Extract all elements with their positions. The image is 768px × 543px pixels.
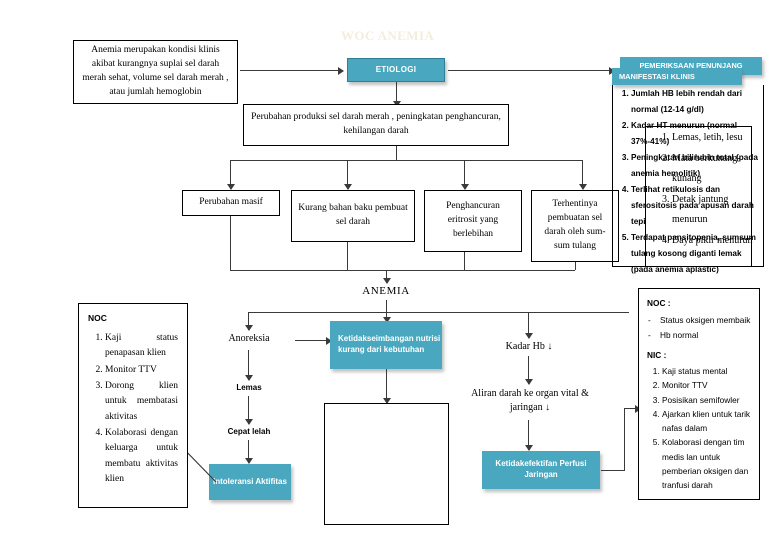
connector-definition-to-etiologi bbox=[240, 65, 344, 76]
noc-right-header: NOC : bbox=[647, 298, 671, 308]
right-branch-node-kadar-hb: Kadar Hb ↓ bbox=[489, 340, 569, 354]
connector-aliran-to-diagnosis bbox=[523, 420, 534, 451]
connector-bus-to-kadar-hb bbox=[523, 312, 534, 339]
left-branch-node-anoreksia: Anoreksia bbox=[207, 332, 291, 346]
noc-right-item: Hb normal bbox=[660, 329, 699, 340]
connector-bus-to-anoreksia bbox=[243, 312, 254, 331]
manifestasi-klinis-list: Lemas, letih, lesu Mata berkunang-kunang… bbox=[652, 128, 756, 251]
cause-label-2: Kurang bahan baku pembuat sel darah bbox=[298, 203, 408, 227]
definition-text: Anemia merupakan kondisi klinis akibat k… bbox=[82, 45, 229, 97]
connector-bus-to-cause-3 bbox=[459, 160, 470, 190]
manifestasi-item: Daya pikir menurun bbox=[672, 231, 756, 252]
anoreksia-label: Anoreksia bbox=[228, 333, 270, 344]
cause-label-4: Terhentinya pembuatan sel darah oleh sum… bbox=[544, 199, 606, 251]
diagnosis-intoleransi-aktifitas: Intoleransi Aktifitas bbox=[209, 464, 291, 500]
connector-anemia-stem bbox=[386, 300, 388, 312]
ketidakseimbangan-nutrisi-label: Ketidakseimbangan nutrisi kurang dari ke… bbox=[338, 334, 441, 354]
left-branch-node-cepat-lelah: Cepat lelah bbox=[211, 427, 287, 438]
pemeriksaan-item: Kadar HT menurun (normal 37%-41%) bbox=[631, 118, 764, 150]
connector-cause-1-down bbox=[230, 216, 232, 270]
nic-right-header: NIC : bbox=[647, 349, 667, 360]
connector-kadar-hb-to-aliran bbox=[523, 356, 534, 385]
cause-box-4: Terhentinya pembuatan sel darah oleh sum… bbox=[531, 190, 619, 262]
empty-box bbox=[324, 403, 449, 525]
manifestasi-klinis-header-label: MANIFESTASI KLINIS bbox=[619, 71, 695, 81]
connector-cause-2-down bbox=[347, 242, 349, 270]
manifestasi-item: Mata berkunang-kunang bbox=[672, 149, 756, 190]
connector-bus-to-nutrisi bbox=[381, 312, 392, 323]
connector-perfusi-elbow-h1 bbox=[601, 470, 625, 472]
page-title: WOC ANEMIA bbox=[341, 28, 435, 43]
pemeriksaan-penunjang-header-label: PEMERIKSAAN PENUNJANG bbox=[639, 61, 743, 70]
pemeriksaan-item: Jumlah HB lebih rendah dari normal (12-1… bbox=[631, 86, 764, 118]
noc-right-item-row: - Status oksigen membaik bbox=[648, 313, 751, 327]
cause-box-2: Kurang bahan baku pembuat sel darah bbox=[291, 190, 415, 242]
etiologi-label: ETIOLOGI bbox=[375, 64, 417, 74]
manifestasi-klinis-frame bbox=[645, 126, 752, 267]
mechanism-box: Perubahan produksi sel darah merah , pen… bbox=[243, 104, 509, 146]
connector-bus-to-cause-1 bbox=[225, 160, 236, 190]
noc-left-header: NOC bbox=[88, 313, 107, 323]
connector-etiologi-to-mechanism bbox=[391, 82, 402, 107]
dash-bullet-icon: - bbox=[648, 315, 651, 326]
nic-right-item: Kaji status mental bbox=[662, 364, 751, 378]
noc-right-item: Status oksigen membaik bbox=[660, 315, 751, 326]
nic-right-item: Monitor TTV bbox=[662, 378, 751, 392]
pemeriksaan-penunjang-list: Jumlah HB lebih rendah dari normal (12-1… bbox=[614, 86, 764, 278]
manifestasi-item: Lemas, letih, lesu bbox=[672, 128, 756, 149]
noc-left-item: Kaji status penapasan klien bbox=[105, 331, 178, 362]
connector-cause-4-down bbox=[575, 262, 577, 270]
connector-cepat-lelah-to-diagnosis bbox=[243, 440, 254, 464]
connector-anoreksia-to-lemas bbox=[243, 350, 254, 381]
kadar-hb-label: Kadar Hb ↓ bbox=[505, 341, 553, 352]
manifestasi-item: Detak jantung menurun bbox=[672, 190, 756, 231]
nic-right-item: Ajarkan klien untuk tarik nafas dalam bbox=[662, 407, 751, 436]
aliran-darah-label: Aliran darah ke organ vital & jaringan ↓ bbox=[471, 388, 589, 413]
dash-bullet-icon: - bbox=[648, 329, 651, 340]
cause-label-3: Penghancuran eritrosit yang berlebihan bbox=[446, 201, 500, 239]
left-branch-node-lemas: Lemas bbox=[216, 383, 282, 394]
connector-nutrisi-to-empty-box bbox=[381, 369, 392, 404]
anemia-node: ANEMIA bbox=[345, 284, 427, 299]
connector-anemia-bus bbox=[230, 270, 575, 272]
noc-right-item-row: - Hb normal bbox=[648, 328, 751, 342]
pemeriksaan-item: Peningkatan bilirubin total (pada anemia… bbox=[631, 150, 764, 182]
ketidakefektifan-perfusi-label: Ketidakefektifan Perfusi Jaringan bbox=[495, 459, 587, 479]
connector-bus-to-cause-2 bbox=[342, 160, 353, 190]
nic-right-item: Kolaborasi dengan tim medis lan untuk pe… bbox=[662, 435, 751, 492]
noc-left-item: Kolaborasi dengan keluarga untuk membatu… bbox=[105, 426, 178, 488]
connector-bus-to-anemia bbox=[381, 270, 392, 284]
noc-left-item: Monitor TTV bbox=[105, 363, 178, 378]
mechanism-text: Perubahan produksi sel darah merah , pen… bbox=[251, 112, 501, 136]
connector-anoreksia-to-nutrisi bbox=[295, 335, 332, 346]
cepat-lelah-label: Cepat lelah bbox=[227, 427, 271, 436]
intoleransi-aktifitas-label: Intoleransi Aktifitas bbox=[213, 476, 287, 486]
cause-box-1: Perubahan masif bbox=[182, 190, 280, 216]
diagnosis-ketidakefektifan-perfusi: Ketidakefektifan Perfusi Jaringan bbox=[482, 451, 600, 489]
connector-branch-bus bbox=[248, 312, 629, 314]
connector-lemas-to-cepat-lelah bbox=[243, 396, 254, 425]
definition-box: Anemia merupakan kondisi klinis akibat k… bbox=[73, 40, 238, 104]
etiologi-box: ETIOLOGI bbox=[347, 58, 445, 82]
connector-perfusi-elbow-v bbox=[624, 408, 626, 471]
manifestasi-klinis-header: MANIFESTASI KLINIS bbox=[612, 68, 742, 85]
connector-cause-bus bbox=[230, 160, 582, 162]
noc-left-box: NOC Kaji status penapasan klien Monitor … bbox=[78, 303, 188, 508]
noc-left-item: Dorong klien untuk membatasi aktivitas bbox=[105, 379, 178, 425]
connector-mechanism-stem bbox=[396, 146, 398, 160]
connector-cause-3-down bbox=[464, 252, 466, 270]
nic-right-item: Posisikan semifowler bbox=[662, 393, 751, 407]
diagnosis-ketidakseimbangan-nutrisi: Ketidakseimbangan nutrisi kurang dari ke… bbox=[330, 321, 442, 369]
pemeriksaan-item: Terdapat pansitopenia, sumsum tulang kos… bbox=[631, 230, 764, 278]
anemia-label: ANEMIA bbox=[362, 285, 410, 297]
noc-nic-right-box: NOC : - Status oksigen membaik - Hb norm… bbox=[638, 288, 760, 500]
pemeriksaan-item: Terlihat retikulosis dan sferositosis pa… bbox=[631, 182, 764, 230]
right-branch-node-aliran-darah: Aliran darah ke organ vital & jaringan ↓ bbox=[464, 387, 596, 414]
lemas-label: Lemas bbox=[236, 383, 262, 392]
connector-bus-to-cause-4 bbox=[577, 160, 588, 190]
connector-etiologi-to-penunjang bbox=[448, 65, 615, 76]
cause-box-3: Penghancuran eritrosit yang berlebihan bbox=[424, 190, 522, 252]
cause-label-1: Perubahan masif bbox=[199, 197, 263, 208]
